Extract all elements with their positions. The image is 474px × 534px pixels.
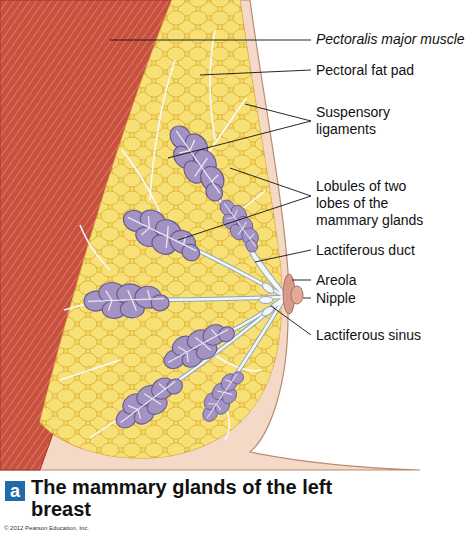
copyright-note: © 2012 Pearson Education, Inc. [4, 524, 204, 532]
part-label: Areola [316, 272, 466, 289]
part-label: Lactiferous sinus [316, 327, 466, 344]
part-label: Suspensory ligaments [316, 104, 426, 138]
part-label: Pectoral fat pad [316, 62, 466, 79]
panel-letter: a [5, 481, 25, 501]
part-label: Lobules of two lobes of the mammary glan… [316, 178, 434, 229]
muscle-label: Pectoralis major muscle [316, 31, 466, 48]
mammary-lobules [83, 117, 267, 437]
breast-cut-face [40, 0, 281, 458]
part-label: Nipple [316, 290, 466, 307]
lactiferous-sinuses [259, 281, 276, 318]
figure-caption: The mammary glands of the left breast [31, 476, 361, 520]
part-label: Lactiferous duct [316, 242, 466, 259]
leader-lines [110, 40, 311, 335]
lactiferous-ducts [130, 165, 284, 400]
